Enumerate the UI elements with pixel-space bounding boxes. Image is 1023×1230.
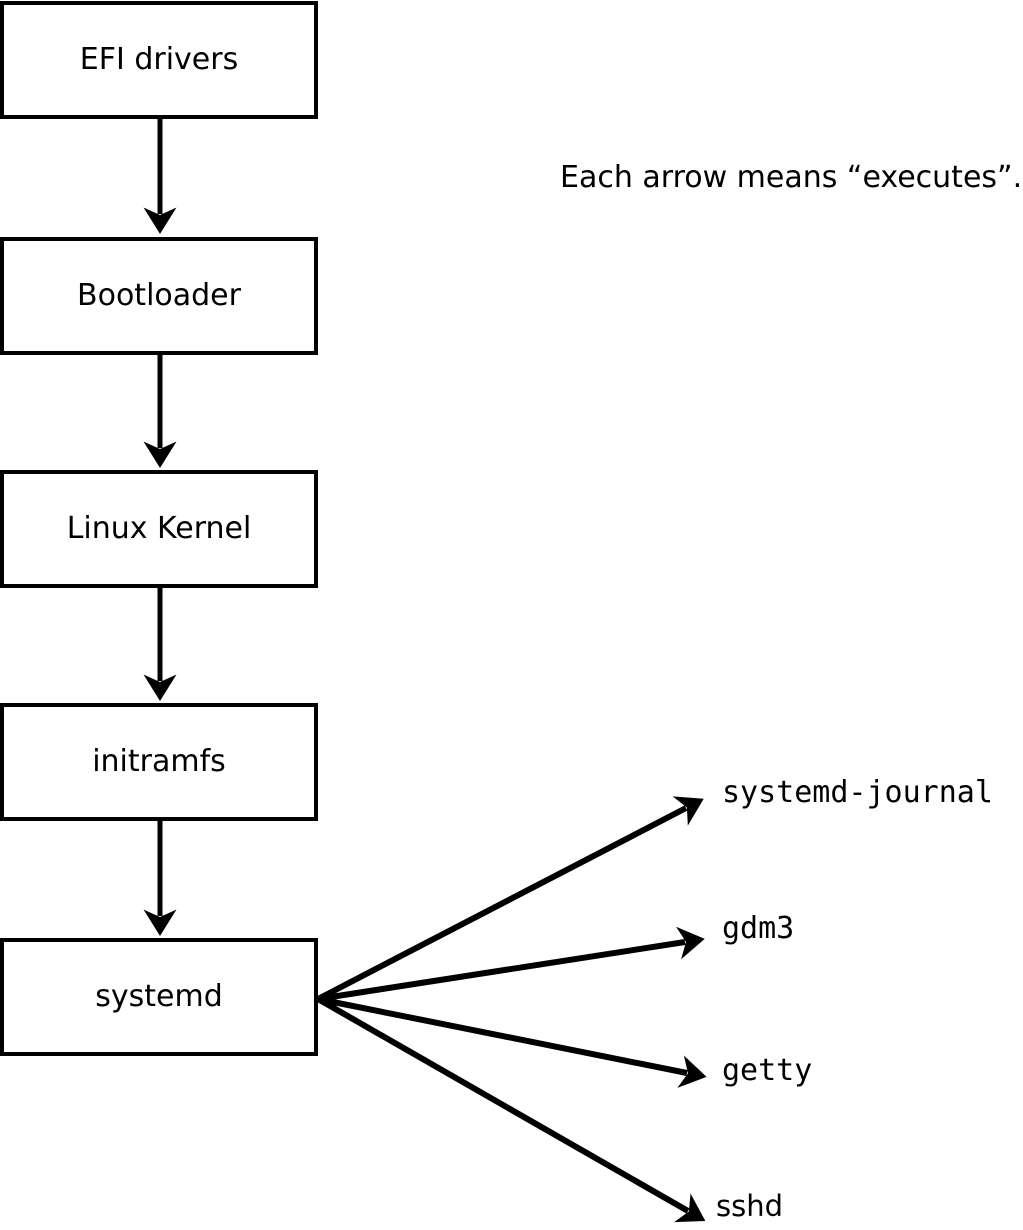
arrow-systemd-to-sshd bbox=[316, 996, 706, 1223]
arrow-systemd-to-gdm3 bbox=[317, 926, 705, 1002]
label-getty: getty bbox=[722, 1053, 813, 1088]
node-systemd: systemd bbox=[0, 938, 318, 1056]
node-linux-kernel: Linux Kernel bbox=[0, 470, 318, 588]
arrow-systemd-to-journal bbox=[316, 796, 704, 1002]
node-bootloader: Bootloader bbox=[0, 237, 318, 355]
node-initramfs-label: initramfs bbox=[92, 744, 226, 779]
node-bootloader-label: Bootloader bbox=[77, 278, 241, 313]
label-gdm3: gdm3 bbox=[722, 911, 795, 946]
node-initramfs: initramfs bbox=[0, 703, 318, 821]
node-efi-drivers-label: EFI drivers bbox=[79, 42, 239, 77]
node-linux-kernel-label: Linux Kernel bbox=[66, 511, 252, 546]
node-systemd-label: systemd bbox=[95, 979, 223, 1014]
legend-note: Each arrow means “executes”. bbox=[560, 160, 1023, 195]
label-systemd-journal: systemd-journal bbox=[722, 775, 993, 810]
label-sshd: sshd bbox=[716, 1189, 784, 1223]
node-efi-drivers: EFI drivers bbox=[0, 1, 318, 119]
arrow-systemd-to-getty bbox=[317, 996, 707, 1088]
